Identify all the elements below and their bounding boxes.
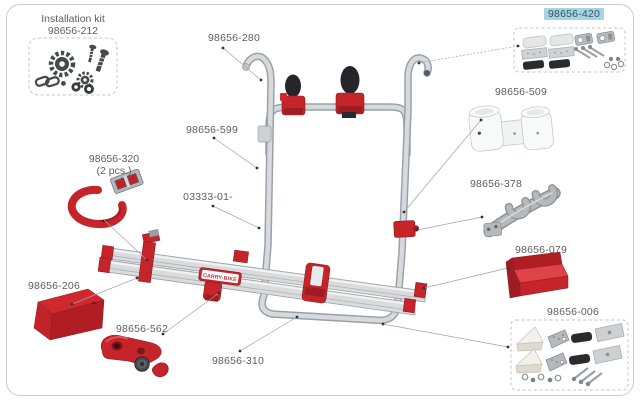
rail-clamp [232, 249, 249, 264]
carry-bike-logo-text: CARRY-BIKE [203, 273, 238, 284]
part-label-98656-310[interactable]: 98656-310 [211, 355, 265, 367]
screw-icon [95, 49, 109, 72]
wheel-holder-clamp [301, 262, 331, 304]
part-label-98656-206[interactable]: 98656-206 [27, 280, 81, 292]
part-label-98656-378[interactable]: 98656-378 [469, 178, 523, 190]
part-98656-378-drawing[interactable] [481, 184, 561, 238]
part-98656-006-contents [515, 322, 625, 387]
part-label-03333-01[interactable]: 03333-01- [183, 191, 233, 203]
chain-link-icon [34, 75, 66, 88]
part-98656-420-kit-box[interactable] [513, 27, 626, 73]
rail-clamp [138, 241, 156, 283]
part-label-98656-280[interactable]: 98656-280 [207, 32, 261, 44]
leader-lines [70, 44, 520, 353]
part-98656-320-drawing[interactable] [67, 168, 144, 229]
hook-end-knob [424, 70, 430, 76]
part-98656-006-kit-box[interactable] [510, 319, 629, 391]
clamp-icon [574, 32, 594, 46]
part-98656-206-drawing[interactable] [33, 288, 105, 341]
bike-rack-frame-drawing: CARRY-BIKE [97, 56, 430, 320]
part-98656-562-drawing[interactable] [100, 334, 169, 378]
installation-kit-box[interactable] [28, 37, 118, 96]
clamp-icon [596, 30, 616, 44]
part-98656-079-drawing[interactable] [505, 251, 569, 299]
bike-block-holder [335, 66, 365, 118]
wedge-icon [516, 326, 544, 352]
rail-end-cap [413, 282, 428, 299]
part-label-98656-599[interactable]: 98656-599 [185, 124, 239, 136]
screw-icon [88, 44, 97, 63]
part-number[interactable]: 98656-320 [88, 153, 140, 165]
part-label-98656-079[interactable]: 98656-079 [514, 244, 568, 256]
knob [134, 356, 150, 372]
carry-bike-logo-plate: CARRY-BIKE [198, 267, 242, 302]
rail-end-cap [97, 257, 112, 274]
tube-joint-sleeve [257, 125, 272, 143]
part-label-98656-420-selected[interactable]: 98656-420 [543, 8, 605, 20]
installation-kit-label[interactable]: Installation kit 98656-212 [41, 13, 105, 37]
part-98656-509-drawing[interactable] [468, 99, 555, 156]
part-label-98656-006[interactable]: 98656-006 [546, 306, 600, 318]
part-label-98656-320[interactable]: 98656-320 (2 pcs.) [89, 153, 139, 177]
rail-end-cap [402, 298, 417, 314]
strap-buckle [110, 168, 144, 194]
installation-kit-contents [34, 44, 109, 94]
part-quantity: (2 pcs.) [96, 165, 132, 177]
gear-icon [48, 50, 76, 78]
wedge-icon [515, 348, 543, 374]
part-label-98656-509[interactable]: 98656-509 [494, 86, 548, 98]
part-label-98656-562[interactable]: 98656-562 [115, 323, 169, 335]
part-98656-420-contents [521, 30, 625, 71]
strap-buckle-clamp [141, 229, 161, 244]
bike-block-holder [280, 74, 306, 116]
bracket-icon [547, 329, 570, 349]
bracket-icon [545, 352, 568, 372]
installation-kit-title: Installation kit [41, 13, 105, 25]
installation-kit-number[interactable]: 98656-212 [47, 25, 99, 37]
rail [106, 259, 416, 316]
tube-clamp [393, 220, 419, 238]
